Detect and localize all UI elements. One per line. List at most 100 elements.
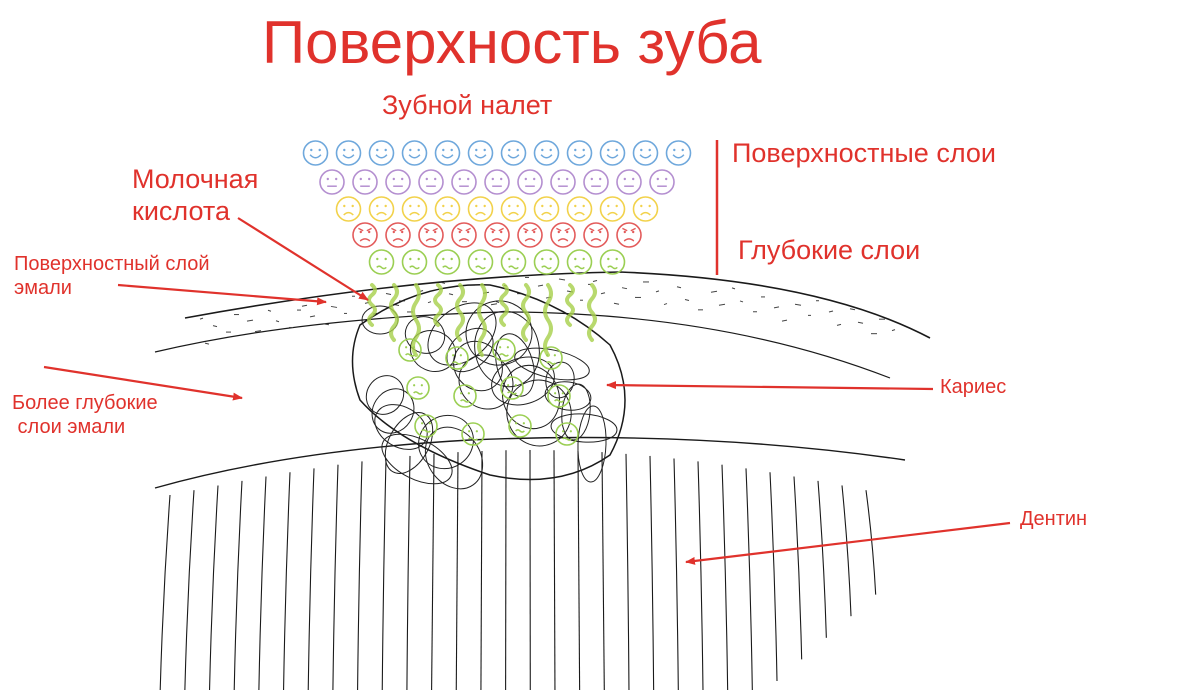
happy-bacterium-icon — [368, 140, 395, 166]
enamel-stipple — [204, 342, 210, 345]
sick-bacterium-icon — [406, 376, 430, 400]
sick-bacterium-icon — [467, 249, 494, 275]
enamel-stipple — [301, 304, 308, 307]
lactic-acid-label-line: кислота — [132, 195, 230, 226]
dentin-tubule — [480, 450, 483, 691]
caries-scribble — [465, 300, 533, 366]
neutral-bacterium-icon — [319, 169, 345, 195]
surface-enamel-label-line: Поверхностный слой — [14, 253, 210, 275]
dentin-tubule — [208, 485, 219, 691]
neutral-bacterium-icon — [385, 169, 411, 195]
enamel-stipple — [849, 308, 856, 311]
dentin-label: Дентин — [1020, 508, 1088, 530]
caries-scribble — [446, 327, 494, 373]
caries-scribble — [418, 414, 474, 470]
sad-bacterium-icon — [632, 196, 659, 222]
enamel-stipple — [246, 319, 254, 322]
dentin-tubule — [721, 464, 729, 691]
sad-bacterium-icon — [500, 196, 527, 222]
lactic-acid-arrow — [237, 217, 369, 301]
neutral-bacterium-icon — [616, 169, 642, 195]
dentin-tubule — [159, 494, 171, 691]
caries-scribble — [506, 379, 572, 447]
sick-bacterium-icon — [398, 338, 422, 362]
dentin-tubule — [769, 472, 778, 682]
neutral-bacterium-icon — [550, 169, 576, 195]
sad-bacterium-icon — [566, 196, 593, 222]
sick-bacterium-icon — [500, 249, 527, 275]
happy-bacterium-icon — [566, 140, 593, 166]
enamel-stipple — [600, 292, 606, 295]
caries-scribble — [453, 340, 503, 392]
happy-bacterium-icon — [401, 140, 428, 166]
enamel-stipple — [322, 323, 330, 326]
dentin-tubule — [697, 461, 704, 691]
sick-bacterium-icon — [434, 249, 461, 275]
enamel-stipple — [592, 280, 598, 282]
dentin-tubule — [431, 453, 435, 691]
caries-label: Кариес — [940, 376, 1007, 398]
enamel-stipple — [613, 302, 620, 305]
enamel-stipple — [309, 315, 316, 318]
dentin-tubule — [455, 452, 459, 691]
caries-scribble — [550, 413, 618, 443]
enamel-stipple — [440, 281, 446, 284]
caries-scribble — [514, 347, 590, 381]
enamel-stipple — [254, 330, 262, 333]
caries-scribble — [371, 388, 415, 434]
caries-scribble — [491, 356, 555, 406]
caries-scribble — [381, 433, 453, 485]
angry-bacterium-icon — [418, 222, 444, 248]
happy-bacterium-icon — [434, 140, 461, 166]
lactic-acid-label-line: Молочная — [132, 164, 259, 194]
caries-scribble — [577, 405, 607, 483]
enamel-stipple — [794, 303, 802, 306]
caries-scribble — [502, 364, 560, 430]
caries-scribble — [404, 316, 446, 354]
sad-bacterium-icon — [401, 196, 428, 222]
dentin-tubule — [233, 480, 243, 691]
sick-bacterium-icon — [445, 346, 469, 370]
lactic-acid-streak — [477, 283, 487, 357]
happy-bacterium-icon — [302, 140, 329, 166]
sick-bacterium-icon — [492, 338, 516, 362]
neutral-bacterium-icon — [352, 169, 378, 195]
enamel-stipple — [857, 321, 864, 324]
enamel-layer — [154, 271, 931, 379]
sick-bacterium-icon — [368, 249, 395, 275]
dentin-tubule — [307, 468, 315, 691]
happy-bacterium-icon — [500, 140, 527, 166]
enamel-stipple — [621, 287, 628, 290]
sick-bacterium-icon — [547, 384, 571, 408]
caries-scribble — [495, 333, 535, 397]
dentin-tubule — [601, 452, 605, 691]
dentin-tubule — [553, 450, 556, 691]
enamel-stipple — [212, 325, 218, 328]
lactic-acid-label: Молочная кислота — [132, 164, 258, 228]
dentin-tubule — [673, 458, 679, 691]
sad-bacterium-icon — [434, 196, 461, 222]
dentin-tubule — [381, 458, 387, 691]
angry-bacterium-icon — [583, 222, 609, 248]
surface-enamel-arrow — [117, 283, 327, 306]
enamel-stipple — [710, 290, 718, 293]
dentin-tubule — [258, 476, 267, 691]
dentin-tubule — [649, 455, 655, 691]
enamel-stipple — [385, 293, 392, 296]
dentin-arrow — [685, 521, 1011, 565]
happy-bacterium-icon — [467, 140, 494, 166]
enamel-stipple — [275, 320, 280, 323]
enamel-stipple — [836, 323, 842, 326]
plaque-label: Зубной налет — [382, 90, 553, 120]
happy-bacterium-icon — [533, 140, 560, 166]
enamel-stipple — [330, 305, 338, 308]
neutral-bacterium-icon — [517, 169, 543, 195]
caries-scribble — [561, 383, 591, 441]
deeper-enamel-label-line: Более глубокие — [12, 392, 158, 414]
label-arrows — [43, 217, 1011, 565]
lactic-acid-streak — [565, 283, 575, 327]
page-title: Поверхность зуба — [262, 9, 762, 76]
enamel-stipple — [773, 306, 780, 309]
enamel-stipple — [448, 293, 454, 296]
sick-bacterium-icon — [566, 249, 593, 275]
